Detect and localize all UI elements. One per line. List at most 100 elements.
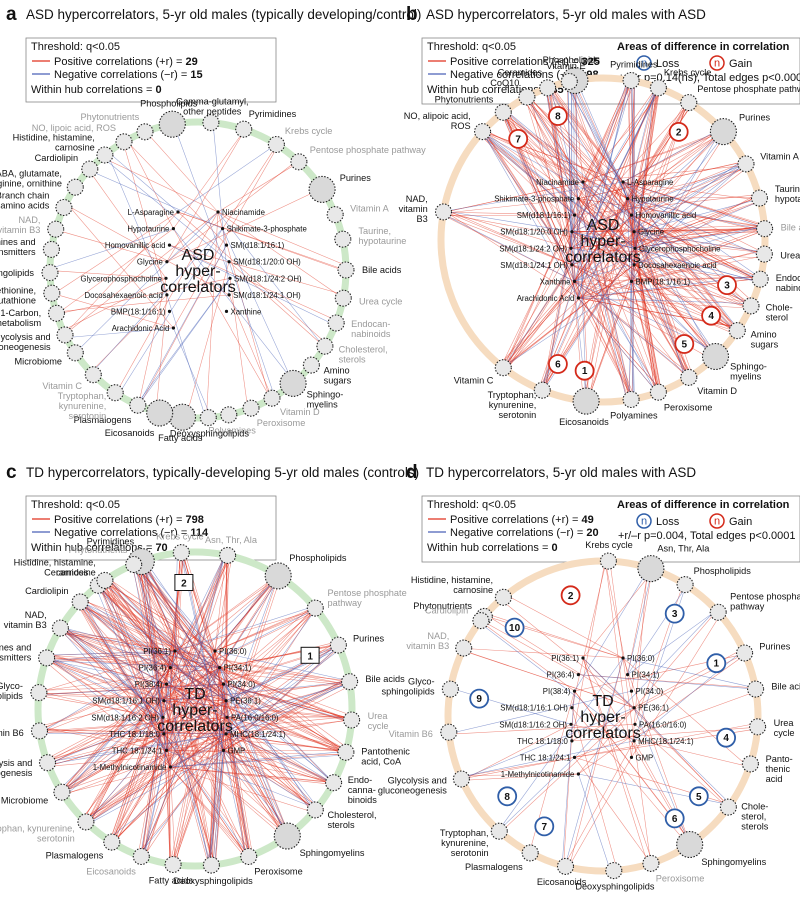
badge-number: 7	[542, 822, 548, 833]
positive-edge	[58, 667, 220, 795]
negative-edge	[59, 624, 164, 718]
hub-dot	[168, 666, 172, 670]
callout-number: 2	[181, 579, 187, 590]
pathway-node	[132, 847, 150, 866]
badge-number: 8	[555, 112, 561, 123]
negative-edge	[47, 660, 220, 668]
positive-edge	[38, 729, 227, 735]
pathway-node	[649, 79, 667, 97]
legend-box	[421, 495, 800, 563]
pathway-label: Bile acids	[771, 681, 800, 691]
pathway-label: Sphingo-myelins	[307, 390, 344, 410]
positive-edge	[440, 212, 636, 249]
positive-edge	[104, 158, 219, 213]
hub-dot	[216, 210, 220, 214]
pathway-label: Plasmalogens	[46, 851, 104, 861]
hub-metabolite-label: Xanthine	[540, 277, 571, 286]
negative-edge	[504, 264, 573, 367]
badge-number: 5	[682, 340, 688, 351]
hub-dot	[632, 739, 636, 743]
negative-edge	[213, 125, 230, 295]
pathway-node	[51, 619, 69, 637]
pathway-label: Phytonutrients	[69, 545, 128, 555]
positive-edge	[163, 572, 277, 735]
positive-edge	[223, 750, 332, 784]
loss-badge	[469, 688, 490, 709]
positive-edge	[61, 211, 179, 338]
negative-edge	[37, 683, 224, 696]
hub-dot	[161, 715, 165, 719]
hub-dot	[570, 706, 574, 710]
pathway-label: Eicosanoids	[559, 417, 609, 427]
hub-metabolite-label: Glycine	[638, 228, 664, 237]
loss-legend-glyph: n	[641, 58, 647, 70]
negative-edge	[450, 690, 632, 734]
pathway-label: 1-Carbon,folate metabolism	[0, 308, 42, 328]
negative-edge	[627, 198, 634, 400]
negative-edge	[458, 707, 635, 781]
negative-edge	[144, 559, 220, 668]
negative-edge	[622, 128, 721, 183]
negative-edge	[56, 624, 167, 751]
positive-edge	[463, 650, 635, 708]
hub-metabolite-label: THC 18:1/18:0	[517, 737, 568, 746]
positive-edge	[634, 724, 729, 809]
positive-edge	[571, 231, 753, 310]
pathway-label: Ceramides	[44, 568, 89, 578]
negative-edge	[479, 131, 632, 216]
positive-edge	[627, 128, 728, 199]
positive-edge	[79, 598, 220, 668]
pathway-node	[96, 146, 114, 164]
legend-box	[25, 495, 277, 561]
negative-edge	[107, 151, 179, 213]
negative-edge	[208, 700, 227, 866]
negative-edge	[226, 717, 288, 836]
hub-metabolite-label: 1-Methylnicotinamide	[501, 770, 575, 779]
positive-edge	[206, 211, 219, 420]
pathway-node	[742, 297, 760, 315]
pathway-node	[66, 344, 84, 362]
hub-dot	[632, 706, 636, 710]
pathway-node	[42, 240, 60, 258]
pathway-node	[84, 366, 102, 384]
negative-edge	[634, 248, 689, 382]
badge-number: 1	[582, 366, 588, 377]
pathway-label: Cardiolipin	[25, 586, 68, 596]
center-label: ASD	[182, 247, 215, 264]
hub-dot	[633, 246, 637, 250]
hub-dot	[632, 263, 636, 267]
positive-edge	[223, 677, 347, 751]
gain-legend-glyph: n	[714, 516, 720, 528]
hub-dot	[228, 276, 232, 280]
pathway-node	[750, 189, 769, 207]
negative-edge	[177, 143, 278, 213]
hub-metabolite-label: Glycine	[137, 258, 163, 267]
negative-edge	[571, 160, 749, 266]
positive-edge	[174, 650, 214, 863]
positive-edge	[82, 700, 165, 820]
pathway-node	[106, 384, 124, 402]
legend-box	[421, 37, 800, 105]
negative-legend-label: Negative correlations (−r) = 15	[54, 69, 203, 81]
pathway-node	[494, 588, 512, 606]
hub-metabolite-label: MHC(18:1/24:1)	[230, 730, 286, 739]
pathway-node	[755, 245, 773, 263]
positive-edge	[90, 294, 168, 373]
positive-edge	[228, 261, 324, 346]
threshold-text: Threshold: q<0.05	[427, 41, 516, 53]
pathway-node	[164, 855, 182, 874]
gain-badge	[547, 106, 568, 126]
pathway-node	[103, 833, 121, 851]
positive-edge	[499, 214, 575, 369]
negative-edge	[83, 601, 167, 751]
negative-edge	[570, 248, 661, 394]
hub-dot	[626, 673, 630, 677]
positive-edge	[170, 609, 313, 768]
pathway-node	[521, 844, 539, 862]
positive-edge	[61, 683, 224, 791]
positive-edge	[214, 650, 346, 753]
